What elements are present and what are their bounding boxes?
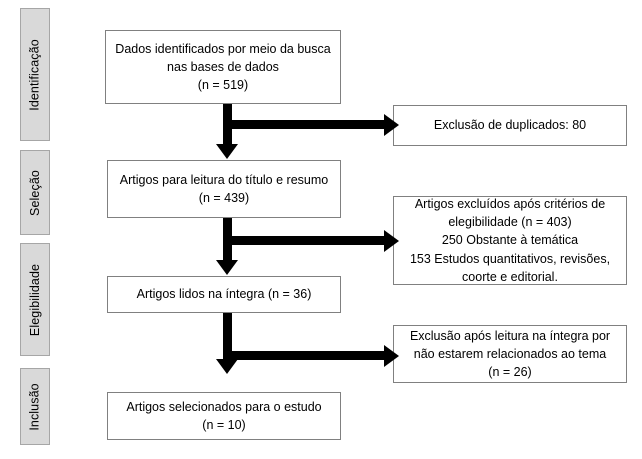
flow-box-identified-text: Dados identificados por meio da busca na… <box>115 41 331 93</box>
flow-box-title-abstract-screening: Artigos para leitura do título e resumo … <box>107 160 341 218</box>
stage-label-inclusao-text: Inclusão <box>28 382 43 431</box>
stage-label-identificacao-text: Identificação <box>28 38 43 111</box>
exclusion-box-duplicates-removed-text: Exclusão de duplicados: 80 <box>433 118 587 133</box>
stage-label-selecao: Seleção <box>20 150 50 235</box>
arrow-stem-to-eligibility-excluded <box>228 236 388 245</box>
flow-box-included: Artigos selecionados para o estudo (n = … <box>107 392 341 440</box>
arrow-stem-screening-to-fulltext <box>223 218 232 262</box>
exclusion-box-fulltext-excluded: Exclusão após leitura na íntegra por não… <box>393 325 627 383</box>
exclusion-box-eligibility-excluded: Artigos excluídos após critérios de eleg… <box>393 196 627 285</box>
flow-box-full-text-read: Artigos lidos na íntegra (n = 36) <box>107 276 341 313</box>
exclusion-box-duplicates-removed: Exclusão de duplicados: 80 <box>393 105 627 146</box>
stage-label-elegibilidade-text: Elegibilidade <box>28 263 42 336</box>
stage-label-elegibilidade: Elegibilidade <box>20 243 50 356</box>
arrow-head-fulltext-to-included <box>216 359 238 374</box>
arrow-head-to-eligibility-excluded <box>384 230 399 252</box>
flow-box-full-text-read-text: Artigos lidos na íntegra (n = 36) <box>136 287 312 302</box>
arrow-stem-to-duplicates-removed <box>228 120 388 129</box>
stage-label-inclusao: Inclusão <box>20 368 50 445</box>
arrow-head-screening-to-fulltext <box>216 260 238 275</box>
arrow-stem-to-fulltext-excluded <box>228 351 388 360</box>
stage-label-identificacao: Identificação <box>20 8 50 141</box>
arrow-head-identified-to-screening <box>216 144 238 159</box>
flow-box-title-abstract-screening-text: Artigos para leitura do título e resumo … <box>119 172 329 205</box>
flow-box-identified: Dados identificados por meio da busca na… <box>105 30 341 104</box>
flow-box-included-text: Artigos selecionados para o estudo (n = … <box>126 399 322 432</box>
arrow-stem-fulltext-to-included <box>223 313 232 361</box>
exclusion-box-eligibility-excluded-text: Artigos excluídos após critérios de eleg… <box>409 197 611 284</box>
arrow-stem-identified-to-screening <box>223 104 232 146</box>
stage-label-selecao-text: Seleção <box>28 169 42 216</box>
arrow-head-to-fulltext-excluded <box>384 345 399 367</box>
arrow-head-to-duplicates-removed <box>384 114 399 136</box>
exclusion-box-fulltext-excluded-text: Exclusão após leitura na íntegra por não… <box>409 328 611 380</box>
